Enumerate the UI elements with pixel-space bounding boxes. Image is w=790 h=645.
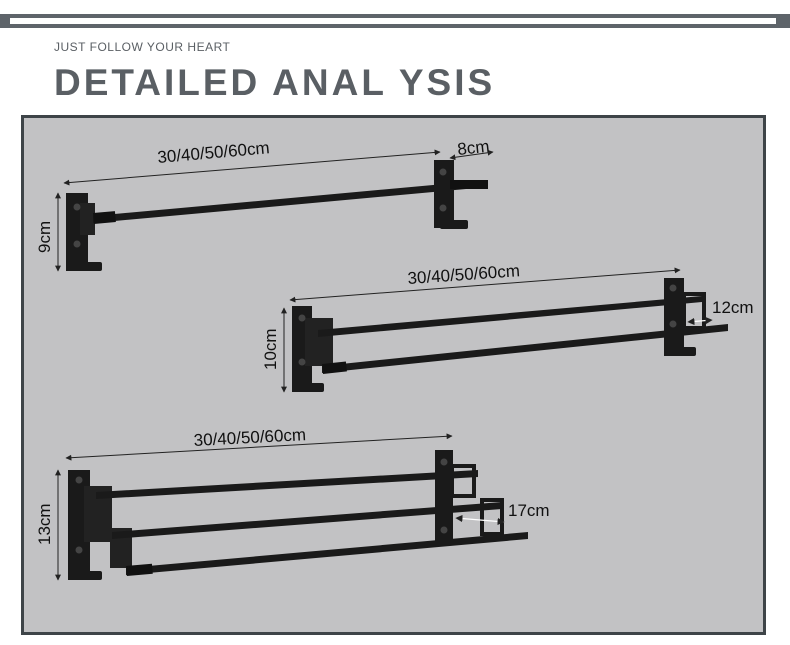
rack2-screw <box>669 320 677 328</box>
tagline: JUST FOLLOW YOUR HEART <box>54 40 231 54</box>
rack2-depth-dimension-line <box>687 316 713 326</box>
rack3-right-bracket-upper <box>450 464 476 498</box>
rack3-length-label: 30/40/50/60cm <box>193 425 306 450</box>
rack2-height-label: 10cm <box>261 328 280 370</box>
triple-bar-rack: 30/40/50/60cm 17cm 13cm <box>35 425 550 581</box>
rack2-bar-upper <box>318 296 702 337</box>
rack1-screw <box>439 168 447 176</box>
rack1-bar <box>93 180 488 223</box>
rack3-screw <box>440 458 448 466</box>
rack2-screw <box>298 358 306 366</box>
rack3-bar-middle <box>112 502 502 539</box>
rack3-bar-bottom <box>126 532 528 575</box>
rack1-depth-dimension-line <box>449 149 494 161</box>
rack3-screw <box>440 526 448 534</box>
rack3-bar-top <box>96 470 478 499</box>
rack1-screw <box>439 204 447 212</box>
single-bar-rack: 30/40/50/60cm 8cm 9cm <box>35 137 494 272</box>
rack2-right-bracket <box>682 292 706 330</box>
rack3-screw <box>75 476 83 484</box>
rack3-right-wall-mount <box>435 450 453 542</box>
rack1-screw <box>73 240 81 248</box>
rack2-screw <box>298 314 306 322</box>
rack1-left-bracket <box>80 203 95 235</box>
rack1-bar-end-left <box>93 211 116 224</box>
rack2-right-hook <box>670 347 696 356</box>
rack3-depth-dimension-line <box>455 514 505 526</box>
rack3-depth-label: 17cm <box>508 501 550 520</box>
rack3-length-dimension-line <box>65 433 453 461</box>
rack2-bar-lower <box>322 324 728 373</box>
rack2-depth-label: 12cm <box>712 298 754 317</box>
rack1-left-hook <box>70 262 102 271</box>
rack2-bar-end-left <box>321 361 347 374</box>
top-banner-bar <box>0 14 790 28</box>
rack1-length-label: 30/40/50/60cm <box>157 138 271 167</box>
page-title: DETAILED ANAL YSIS <box>54 62 496 103</box>
rack2-length-dimension-line <box>289 267 681 303</box>
double-bar-rack: 30/40/50/60cm 12cm 10cm <box>261 261 754 393</box>
rack2-screw <box>669 284 677 292</box>
rack1-height-label: 9cm <box>35 221 54 253</box>
rack1-screw <box>73 203 81 211</box>
rack2-left-hook <box>296 383 324 392</box>
rack1-right-hook <box>440 220 468 229</box>
rack3-left-hook <box>72 571 102 580</box>
rack3-bar-end-left <box>126 563 153 576</box>
top-banner-inner <box>10 18 776 24</box>
rack1-length-dimension-line <box>63 149 441 186</box>
rack1-depth-label: 8cm <box>456 137 490 159</box>
rack3-screw <box>75 546 83 554</box>
rack3-height-label: 13cm <box>35 503 54 545</box>
rack1-right-bracket <box>450 180 488 189</box>
rack2-left-bracket <box>305 318 333 366</box>
